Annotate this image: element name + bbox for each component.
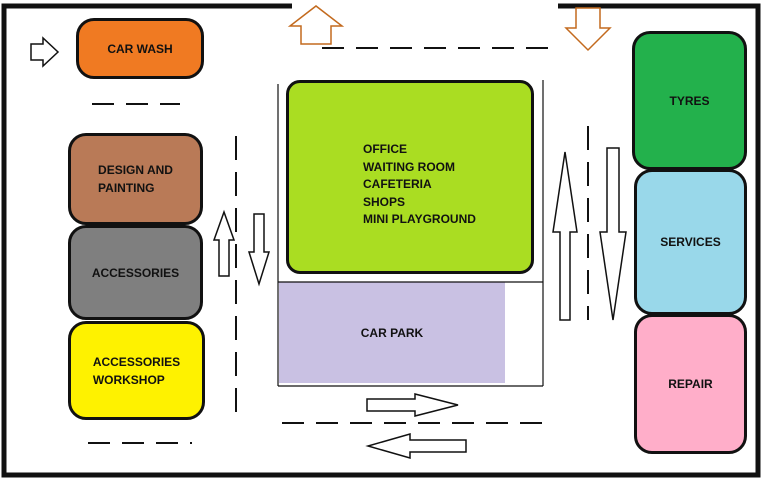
main-building-box: OFFICE WAITING ROOM CAFETERIA SHOPS MINI… (286, 80, 534, 274)
accessories-label: ACCESSORIES (91, 265, 180, 280)
design-painting-box: DESIGN AND PAINTING (68, 133, 203, 225)
design-painting-label: DESIGN AND PAINTING (98, 163, 173, 195)
car-park-label: CAR PARK (360, 325, 424, 340)
main-building-item-mini-playground: MINI PLAYGROUND (363, 212, 476, 227)
arrow-down-icon (599, 147, 627, 321)
car-park-area: CAR PARK (279, 282, 505, 383)
arrow-right-icon (366, 393, 459, 417)
arrow-up-icon (552, 151, 578, 321)
main-building-item-shops: SHOPS (363, 194, 406, 209)
arrow-up-icon (212, 209, 236, 277)
services-box: SERVICES (634, 169, 747, 315)
arrow-down-icon (247, 213, 271, 287)
tyres-box: TYRES (632, 31, 747, 170)
arrow-down-icon (564, 7, 612, 52)
car-wash-box: CAR WASH (76, 18, 204, 79)
accessories-workshop-box: ACCESSORIES WORKSHOP (68, 321, 205, 420)
repair-label: REPAIR (668, 377, 713, 391)
repair-box: REPAIR (634, 314, 747, 454)
arrow-left-icon (365, 433, 467, 459)
main-building-item-waiting-room: WAITING ROOM (363, 159, 455, 174)
arrow-right-icon (30, 36, 60, 68)
tyres-label: TYRES (669, 93, 710, 108)
accessories-box: ACCESSORIES (68, 225, 203, 320)
main-building-list: OFFICE WAITING ROOM CAFETERIA SHOPS MINI… (363, 141, 476, 229)
arrow-up-icon (287, 5, 345, 45)
main-building-item-cafeteria: CAFETERIA (363, 177, 432, 192)
services-label: SERVICES (660, 235, 721, 249)
main-building-item-office: OFFICE (363, 142, 407, 156)
car-wash-label: CAR WASH (107, 41, 173, 56)
accessories-workshop-label: ACCESSORIES WORKSHOP (92, 354, 181, 387)
